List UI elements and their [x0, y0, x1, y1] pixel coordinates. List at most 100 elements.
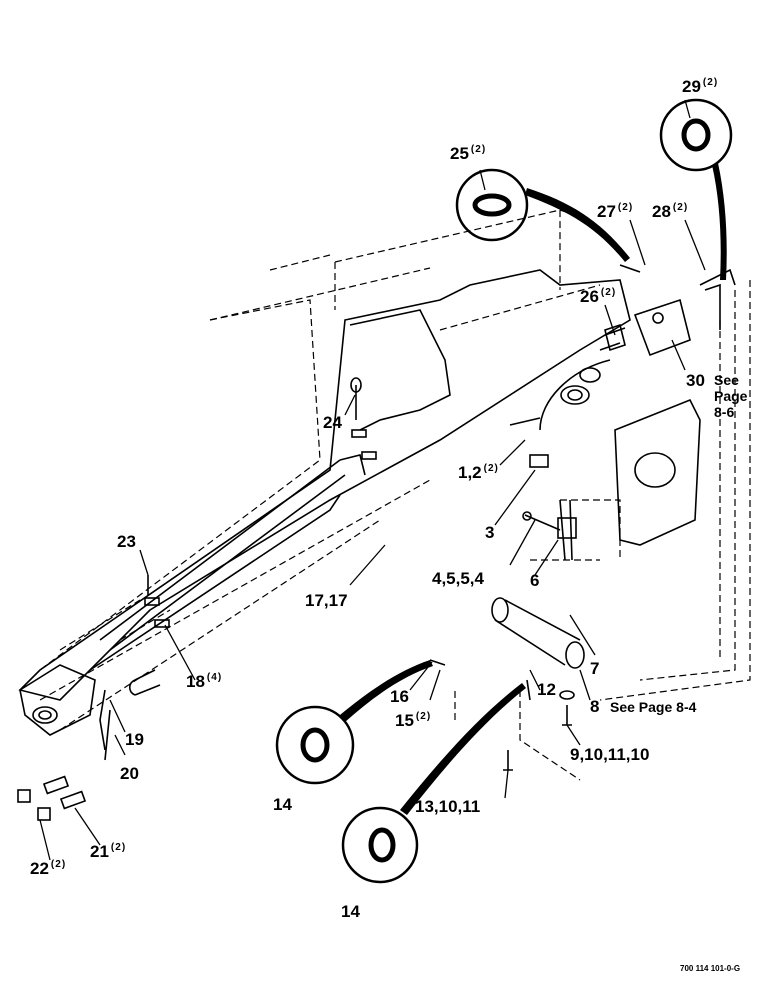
callout-qty: (2) — [600, 287, 617, 299]
callout-qty: (2) — [702, 77, 719, 89]
washer-4 — [522, 511, 532, 521]
callout-15: 15(2) — [395, 712, 431, 729]
arrow-19 — [109, 699, 126, 733]
callout-number: 23 — [117, 532, 136, 551]
detail-circle-14a — [275, 705, 355, 785]
arrow-30 — [671, 339, 686, 371]
leader-band-25 — [525, 188, 630, 262]
bolt-9 — [562, 705, 572, 726]
note-line: See — [714, 372, 739, 388]
cylinder-body — [494, 599, 581, 666]
arrow-3 — [494, 469, 536, 526]
arrow-22 — [39, 819, 51, 861]
pin-tube — [128, 669, 161, 696]
arrow-24 — [344, 394, 356, 416]
callout-19: 19 — [125, 731, 144, 748]
hose-20 — [104, 709, 111, 761]
coupler-21b — [59, 790, 87, 810]
arrow-1-2 — [499, 439, 526, 466]
arrow-20 — [114, 734, 126, 756]
callout-number: 22 — [30, 859, 49, 878]
callout-number: 27 — [597, 202, 616, 221]
leader-band-29 — [712, 163, 727, 280]
pivot-hole-mid — [579, 367, 601, 383]
detail-circle-14b — [341, 806, 419, 884]
block-3 — [529, 454, 549, 468]
fitting-24-b — [361, 451, 377, 460]
arrow-7 — [569, 614, 596, 656]
callout-number: 12 — [537, 680, 556, 699]
callout-number: 25 — [450, 144, 469, 163]
arrow-21 — [74, 807, 101, 846]
callout-26: 26(2) — [580, 288, 616, 305]
callout-9-10-11-10: 9,10,11,10 — [570, 746, 649, 763]
callout-4-5-5-4: 4,5,5,4 — [432, 570, 484, 587]
arrow-8 — [579, 669, 591, 701]
callout-number: 29 — [682, 77, 701, 96]
coupler-22a — [17, 789, 31, 803]
hose-dashed-right — [639, 290, 736, 681]
washer-9 — [559, 690, 575, 700]
arrow-4 — [509, 519, 536, 566]
callout-12: 12 — [537, 681, 556, 698]
line-28-to-hose — [704, 283, 721, 330]
fitting-24-a — [351, 429, 367, 438]
coupler-21a — [42, 775, 70, 795]
oring-25 — [472, 193, 512, 217]
figure-number: 700 114 101-0-G — [680, 964, 741, 973]
arrow-23 — [139, 549, 149, 576]
callout-21: 21(2) — [90, 843, 126, 860]
leader-band-14b — [400, 683, 526, 815]
callout-number: 14 — [273, 795, 292, 814]
callout-7: 7 — [590, 660, 599, 677]
callout-18: 18(4) — [186, 673, 222, 690]
detail-circle-29 — [659, 98, 733, 172]
hose-to-valve — [539, 359, 611, 431]
detail-circle-25 — [455, 168, 529, 242]
callout-qty: (2) — [110, 842, 127, 854]
callout-number: 3 — [485, 523, 495, 542]
bolt-13 — [503, 750, 513, 771]
callout-qty: (4) — [206, 672, 223, 684]
boom-top-plate — [349, 309, 451, 431]
callout-3: 3 — [485, 524, 494, 541]
note-line: Page — [714, 388, 748, 404]
leader-band-14a — [340, 660, 433, 722]
callout-number: 6 — [530, 571, 540, 590]
callout-number: 7 — [590, 659, 600, 678]
fitting-28 — [699, 268, 736, 286]
pivot-hole-top — [560, 385, 590, 405]
arrow-12 — [529, 669, 541, 691]
callout-qty: (2) — [483, 463, 499, 475]
callout-22: 22(2) — [30, 860, 66, 877]
callout-number: 24 — [323, 413, 342, 432]
block-26 — [604, 323, 626, 352]
eye-24 — [350, 377, 362, 393]
oring-29 — [681, 118, 711, 152]
callout-28: 28(2) — [652, 203, 688, 220]
arrow-27 — [629, 219, 646, 266]
callout-number: 21 — [90, 842, 109, 861]
coupler-22b — [37, 807, 51, 821]
callout-number: 13,10,11 — [415, 797, 481, 816]
arrow-6 — [534, 539, 559, 576]
callout-number: 26 — [580, 287, 599, 306]
boom-main-lower — [59, 519, 381, 731]
callout-14a: 14 — [273, 796, 292, 813]
side-plate — [614, 398, 701, 546]
boom-channel — [99, 454, 366, 651]
frame-outline — [209, 209, 601, 331]
fitting-12 — [526, 679, 531, 701]
callout-24: 24 — [323, 414, 342, 431]
side-plate-hole — [634, 452, 676, 488]
callout-number: 4,5,5,4 — [432, 569, 484, 588]
callout-13-10-11: 13,10,11 — [415, 798, 480, 815]
boom-inner-line — [89, 494, 341, 671]
callout-number: 15 — [395, 711, 414, 730]
arrow-25 — [479, 169, 486, 191]
callout-number: 19 — [125, 730, 144, 749]
callout-number: 9,10,11,10 — [570, 745, 650, 764]
note-text: See Page 8-4 — [610, 699, 697, 715]
boom-lower-edge — [39, 479, 431, 701]
